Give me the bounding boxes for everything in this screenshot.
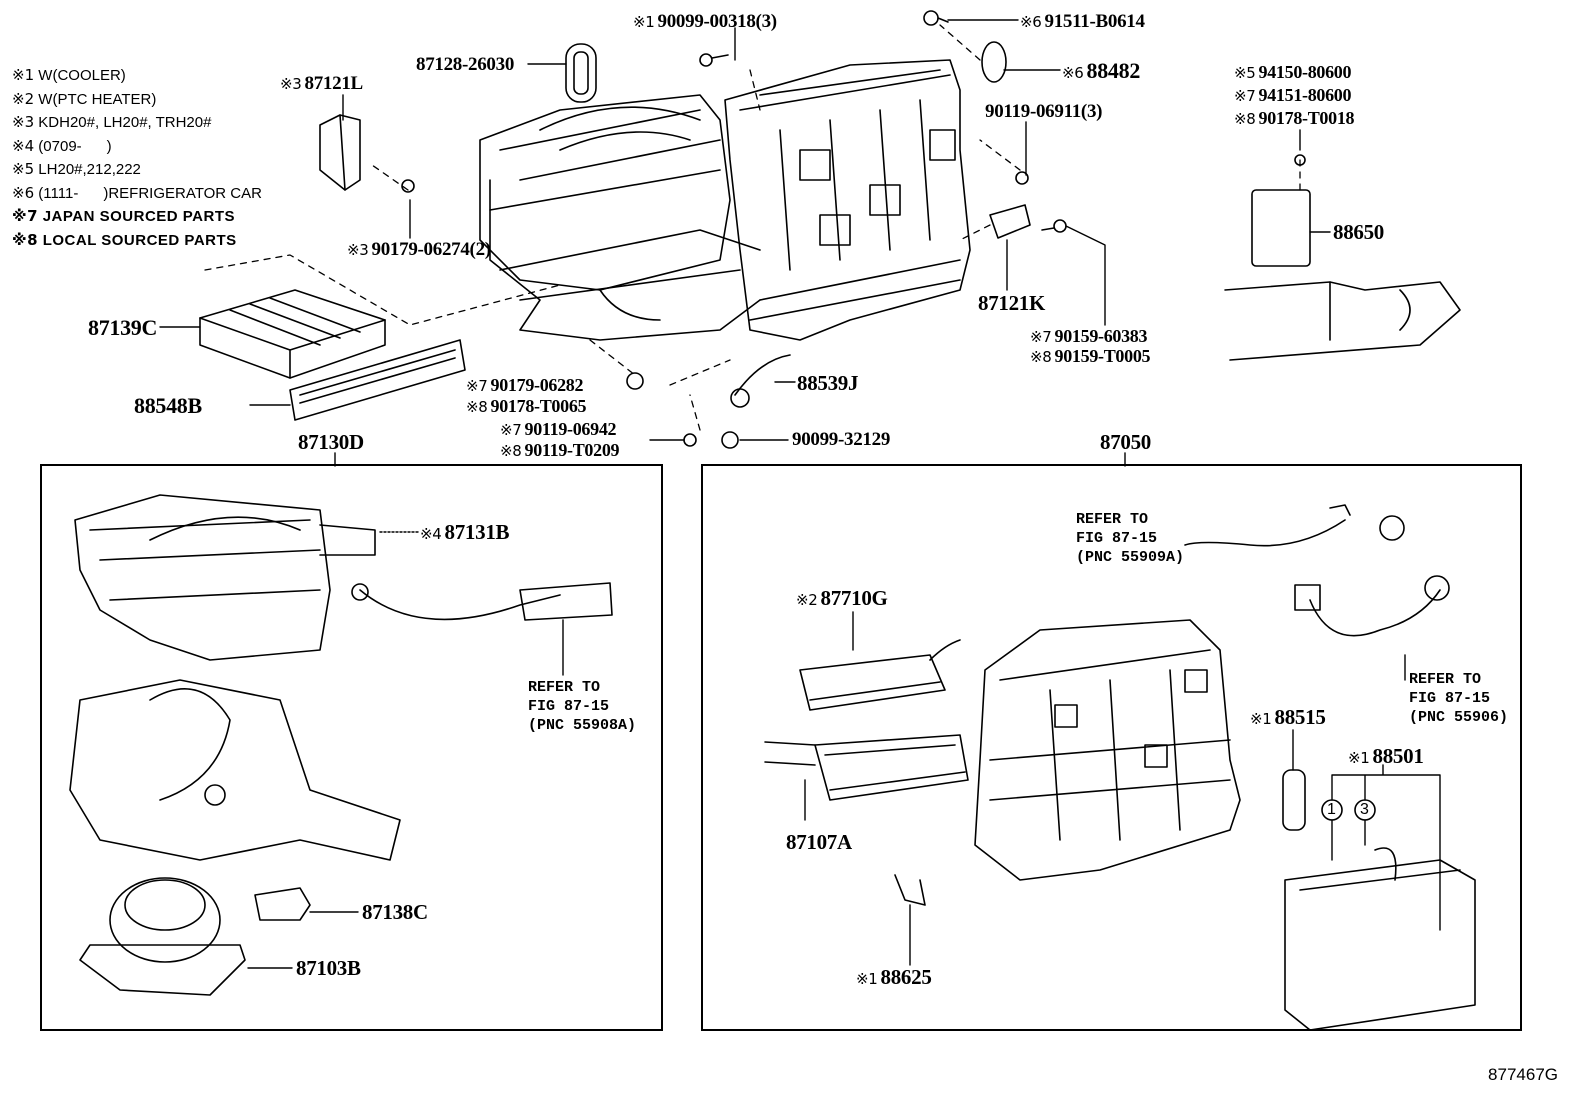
refer-note-55909A[interactable]: REFER TO FIG 87-15 (PNC 55909A)	[1076, 511, 1185, 566]
part-label-90119-06911[interactable]: 90119-06911(3)	[985, 101, 1103, 122]
legend-item: ※6 (1111- )REFRIGERATOR CAR	[12, 183, 262, 202]
callout-circle-3	[1354, 799, 1376, 821]
refer-note-55908A[interactable]: REFER TO FIG 87-15 (PNC 55908A)	[528, 679, 637, 734]
part-label-87121K[interactable]: 87121K	[978, 291, 1046, 315]
part-label-88539J[interactable]: 88539J	[797, 371, 859, 395]
legend: ※1 W(COOLER) ※2 W(PTC HEATER) ※3 KDH20#,…	[12, 64, 262, 252]
part-label-88650[interactable]: 88650	[1333, 220, 1385, 244]
part-label-88548B[interactable]: 88548B	[134, 393, 202, 418]
figure-id: 877467G	[1488, 1065, 1558, 1084]
subassembly-box-87050	[701, 464, 1522, 1031]
part-label-87103B[interactable]: 87103B	[296, 956, 361, 980]
callout-1: 1	[1327, 801, 1336, 818]
part-label-87130D[interactable]: 87130D	[298, 430, 364, 454]
legend-item: ※5 LH20#,212,222	[12, 160, 141, 178]
callout-3: 3	[1360, 801, 1369, 818]
legend-item: ※3 KDH20#, LH20#, TRH20#	[12, 113, 212, 131]
blower-case-assembly	[479, 94, 761, 341]
subassembly-box-87130D	[40, 464, 663, 1031]
part-label-87139C[interactable]: 87139C	[88, 315, 158, 340]
part-label-87128-26030[interactable]: 87128-26030	[416, 54, 515, 75]
part-label-87138C[interactable]: 87138C	[362, 900, 428, 924]
part-label-87050[interactable]: 87050	[1100, 430, 1152, 454]
legend-item: ※1 W(COOLER)	[12, 66, 126, 84]
legend-item: ※7 JAPAN SOURCED PARTS	[12, 207, 236, 225]
legend-item: ※8 LOCAL SOURCED PARTS	[12, 230, 237, 249]
refer-note-55906[interactable]: REFER TO FIG 87-15 (PNC 55906)	[1409, 671, 1509, 726]
callout-circle-1	[1321, 799, 1343, 821]
part-label-90099-32129[interactable]: 90099-32129	[792, 429, 891, 450]
gasket-shape	[565, 43, 597, 103]
legend-item: ※2 W(PTC HEATER)	[12, 89, 157, 108]
box-left-drawing	[69, 494, 613, 996]
legend-item: ※4 (0709- )	[12, 136, 112, 155]
heater-case-assembly	[724, 59, 971, 341]
part-label-87107A[interactable]: 87107A	[786, 830, 852, 854]
